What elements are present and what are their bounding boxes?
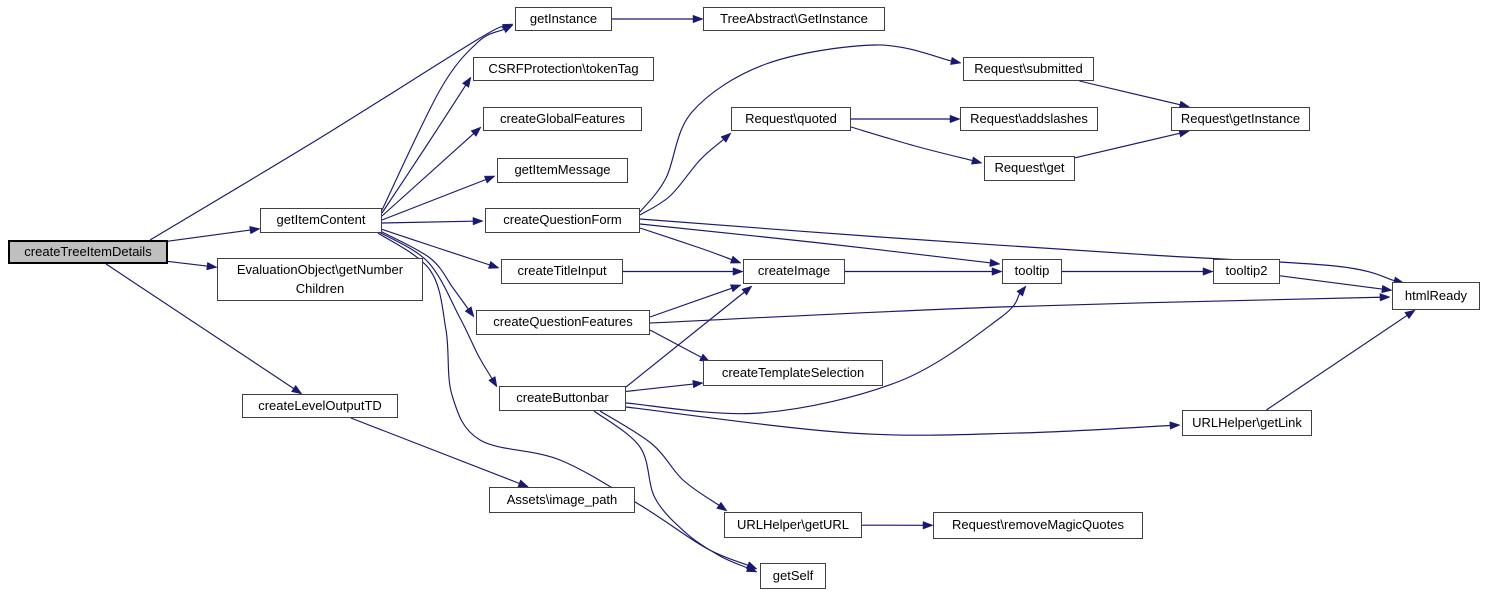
arrowhead — [692, 379, 704, 389]
graph-edge-createQuestionForm--tooltip — [639, 223, 1001, 267]
arrowhead — [488, 376, 498, 388]
arrowhead — [989, 258, 1001, 267]
arrowhead — [745, 564, 758, 573]
graph-node-createGlobalFeatures[interactable]: createGlobalFeatures — [483, 107, 642, 131]
graph-edge-requestSubmitted--requestGetInstance — [1079, 80, 1191, 109]
arrowhead — [472, 217, 484, 226]
graph-edge-createQuestionFeatures--createImage — [649, 284, 742, 318]
graph-node-createQuestionForm[interactable]: createQuestionForm — [485, 208, 640, 233]
graph-edge-getItemContent--createGlobalFeatures — [381, 126, 482, 217]
graph-edge-createLevelOutputTD--assetsImagePath — [350, 417, 530, 488]
graph-edge-requestQuoted--requestAddslashes — [851, 114, 961, 124]
arrowhead — [517, 479, 530, 488]
graph-edge-createButtonbar--getSelf — [593, 410, 758, 573]
graph-edge-createButtonbar--urlHelperGetLink — [625, 406, 1181, 436]
graph-node-createImage[interactable]: createImage — [743, 259, 845, 284]
graph-node-requestQuoted[interactable]: Request\quoted — [731, 107, 851, 131]
graph-node-requestSubmitted[interactable]: Request\submitted — [963, 57, 1094, 81]
arrowhead — [1381, 284, 1393, 294]
arrowhead — [1379, 293, 1391, 302]
graph-edge-createTitleInput--createImage — [623, 267, 744, 276]
arrowhead — [692, 14, 704, 24]
graph-edge-createButtonbar--tooltip — [625, 285, 1027, 415]
graph-edge-createTreeItemDetails--getItemContent — [167, 225, 261, 242]
graph-node-requestGetInstance[interactable]: Request\getInstance — [1171, 107, 1310, 131]
arrowhead — [729, 255, 742, 264]
graph-node-requestAddslashes[interactable]: Request\addslashes — [960, 107, 1098, 131]
graph-node-treeAbstractGetInstance[interactable]: TreeAbstract\GetInstance — [703, 7, 885, 31]
graph-node-assetsImagePath[interactable]: Assets\image_path — [489, 487, 635, 513]
graph-node-csrfProtectionTokenTag[interactable]: CSRFProtection\tokenTag — [473, 57, 654, 81]
graph-edge-createTreeItemDetails--createLevelOutputTD — [105, 263, 303, 395]
graph-edge-tooltip--tooltip2 — [1062, 267, 1214, 276]
graph-edge-getItemContent--createButtonbar — [378, 231, 498, 388]
graph-node-tooltip2[interactable]: tooltip2 — [1213, 259, 1280, 284]
arrowhead — [1169, 421, 1181, 430]
graph-edge-createButtonbar--urlHelperGetURL — [599, 410, 728, 512]
arrowhead — [483, 175, 496, 184]
graph-edge-createButtonbar--createTemplateSelection — [625, 379, 704, 393]
arrowhead — [1202, 267, 1214, 276]
graph-node-htmlReady[interactable]: htmlReady — [1392, 282, 1480, 310]
arrowhead — [950, 56, 962, 65]
arrowhead — [1016, 285, 1027, 297]
graph-edge-getItemContent--csrfProtectionTokenTag — [381, 76, 472, 214]
graph-node-createTreeItemDetails: createTreeItemDetails — [8, 240, 168, 264]
graph-edge-urlHelperGetURL--requestRemoveMagicQuotes — [861, 521, 934, 530]
graph-node-getSelf[interactable]: getSelf — [760, 563, 826, 589]
graph-node-createQuestionFeatures[interactable]: createQuestionFeatures — [476, 310, 650, 335]
graph-node-createLevelOutputTD[interactable]: createLevelOutputTD — [242, 394, 398, 418]
arrowhead — [464, 306, 475, 318]
graph-edge-getItemContent--createQuestionFeatures — [379, 230, 475, 318]
graph-edge-createQuestionForm--createImage — [639, 227, 742, 264]
arrowhead — [991, 267, 1003, 276]
graph-edge-urlHelperGetLink--htmlReady — [1266, 309, 1416, 411]
arrowhead — [720, 132, 732, 143]
arrowhead — [206, 261, 218, 271]
arrowhead — [729, 284, 742, 293]
graph-edge-getItemContent--createTitleInput — [380, 228, 500, 269]
arrowhead — [501, 24, 514, 34]
arrowhead — [470, 126, 482, 137]
graph-node-urlHelperGetLink[interactable]: URLHelper\getLink — [1182, 410, 1312, 436]
graph-edge-getItemContent--getInstance — [381, 24, 514, 211]
arrowhead — [922, 521, 934, 530]
graph-edge-createButtonbar--createImage — [625, 285, 753, 388]
graph-node-createTitleInput[interactable]: createTitleInput — [501, 259, 623, 284]
graph-node-createButtonbar[interactable]: createButtonbar — [499, 386, 626, 411]
arrowhead — [971, 156, 983, 165]
graph-node-getItemMessage[interactable]: getItemMessage — [497, 158, 628, 183]
graph-node-createTemplateSelection[interactable]: createTemplateSelection — [703, 360, 883, 386]
graph-node-requestRemoveMagicQuotes[interactable]: Request\removeMagicQuotes — [933, 512, 1143, 539]
arrowhead — [1404, 309, 1416, 320]
graph-edge-createQuestionForm--requestQuoted — [639, 132, 732, 216]
graph-node-requestGet[interactable]: Request\get — [984, 156, 1075, 181]
arrowhead — [487, 260, 500, 269]
arrowhead — [461, 76, 472, 88]
graph-edge-createQuestionFeatures--htmlReady — [649, 293, 1391, 324]
graph-node-urlHelperGetURL[interactable]: URLHelper\getURL — [724, 512, 862, 538]
graph-edge-tooltip2--htmlReady — [1279, 275, 1393, 294]
graph-node-getInstance[interactable]: getInstance — [515, 7, 612, 31]
graph-node-tooltip[interactable]: tooltip — [1002, 259, 1062, 284]
graph-edge-createQuestionForm--requestSubmitted — [639, 44, 962, 213]
arrowhead — [741, 285, 753, 296]
graph-edge-getItemContent--getItemMessage — [381, 175, 496, 221]
arrowhead — [249, 225, 261, 235]
graph-edge-getInstance--treeAbstractGetInstance — [612, 14, 704, 24]
graph-edge-requestQuoted--requestGet — [850, 126, 983, 165]
arrowhead — [949, 114, 961, 124]
graph-edge-getItemContent--createQuestionForm — [381, 217, 484, 226]
graph-node-getItemContent[interactable]: getItemContent — [260, 208, 382, 233]
graph-edge-createTreeItemDetails--evaluationObjectGetNumberChildren — [167, 260, 218, 271]
arrowhead — [732, 267, 744, 276]
graph-edge-createImage--tooltip — [845, 267, 1003, 276]
graph-node-evaluationObjectGetNumberChildren[interactable]: EvaluationObject\getNumber Children — [217, 258, 423, 301]
arrowhead — [716, 501, 728, 512]
graph-edge-requestGet--requestGetInstance — [1074, 129, 1191, 159]
graph-edge-createQuestionFeatures--createTemplateSelection — [649, 329, 711, 363]
arrowhead — [291, 384, 303, 395]
